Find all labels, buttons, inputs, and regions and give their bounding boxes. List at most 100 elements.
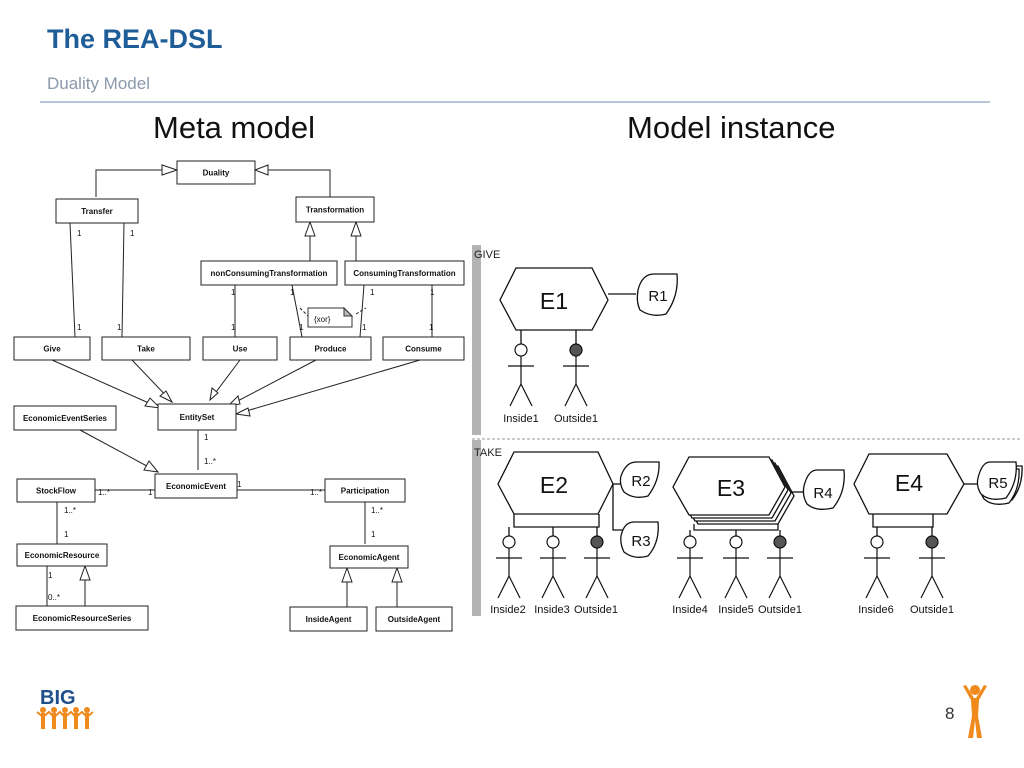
uml-class-economic-event: EconomicEvent bbox=[154, 473, 238, 499]
uml-class-label: StockFlow bbox=[36, 487, 77, 496]
event-e4 bbox=[853, 453, 965, 515]
uml-class-non-consuming: nonConsumingTransformation bbox=[200, 260, 338, 286]
resource-r5-label: R5 bbox=[988, 475, 1007, 492]
uml-class-entity-set: EntitySet bbox=[157, 403, 237, 431]
inside-agent-figure bbox=[723, 535, 749, 599]
resource-r4-label: R4 bbox=[813, 485, 832, 502]
uml-class-stock-flow: StockFlow bbox=[16, 478, 96, 503]
event-e1 bbox=[499, 267, 609, 331]
uml-class-label: Use bbox=[233, 345, 248, 354]
mult-transfer-take: 1 bbox=[130, 229, 135, 238]
agent-outside1-e4: Outside1 bbox=[910, 604, 954, 616]
mult-give: 1 bbox=[77, 323, 82, 332]
outside-agent-figure bbox=[563, 343, 589, 407]
mult-event-participation: 1 bbox=[237, 480, 242, 489]
uml-class-label: EconomicEvent bbox=[166, 482, 226, 491]
uml-class-economic-agent: EconomicAgent bbox=[329, 545, 409, 569]
uml-class-label: EconomicResource bbox=[25, 551, 100, 560]
inside-agent-figure bbox=[508, 343, 534, 407]
mult-produce-a: 1 bbox=[299, 323, 304, 332]
uml-class-label: Duality bbox=[203, 169, 230, 178]
uml-class-label: Give bbox=[43, 345, 61, 354]
title-divider bbox=[40, 101, 990, 103]
mult-cons-consume: 1 bbox=[430, 288, 435, 297]
agent-inside5: Inside5 bbox=[718, 604, 753, 616]
mult-produce-b: 1 bbox=[362, 323, 367, 332]
uml-class-label: nonConsumingTransformation bbox=[211, 269, 328, 278]
uml-class-label: Take bbox=[137, 345, 155, 354]
agent-outside1-e2: Outside1 bbox=[574, 604, 618, 616]
uml-class-label: Transfer bbox=[81, 207, 113, 216]
uml-class-outside-agent: OutsideAgent bbox=[375, 606, 453, 632]
uml-class-consume: Consume bbox=[382, 336, 465, 361]
resource-r1-label: R1 bbox=[648, 288, 667, 305]
mult-use: 1 bbox=[231, 323, 236, 332]
uml-class-label: InsideAgent bbox=[306, 615, 352, 624]
event-e4-label: E4 bbox=[895, 470, 923, 496]
uml-class-use: Use bbox=[202, 336, 278, 361]
mult-transfer-give: 1 bbox=[77, 229, 82, 238]
mult-entityset: 1 bbox=[204, 433, 209, 442]
xor-note: {xor} bbox=[307, 306, 354, 328]
mult-ncons-produce: 1 bbox=[290, 288, 295, 297]
mult-cons-produce: 1 bbox=[370, 288, 375, 297]
uml-class-transformation: Transformation bbox=[295, 196, 375, 223]
xor-note-text: {xor} bbox=[314, 315, 331, 324]
uml-class-label: Consume bbox=[405, 345, 442, 354]
uml-class-participation: Participation bbox=[324, 478, 406, 503]
slide-subtitle: Duality Model bbox=[47, 74, 150, 93]
meta-model-heading: Meta model bbox=[153, 110, 315, 145]
mult-take: 1 bbox=[117, 323, 122, 332]
figure-icon bbox=[963, 685, 987, 738]
take-bar bbox=[472, 440, 481, 616]
take-label: TAKE bbox=[474, 447, 502, 459]
agent-inside3: Inside3 bbox=[534, 604, 569, 616]
uml-class-label: EconomicResourceSeries bbox=[33, 614, 132, 623]
uml-class-label: EconomicAgent bbox=[339, 553, 400, 562]
resource-r2-label: R2 bbox=[631, 473, 650, 490]
uml-class-label: EconomicEventSeries bbox=[23, 414, 108, 423]
inside-agent-figure bbox=[496, 535, 522, 599]
mult-event-stockflow: 1 bbox=[148, 488, 153, 497]
resource-r4 bbox=[802, 469, 845, 510]
resource-r5 bbox=[976, 461, 1017, 500]
outside-agent-figure bbox=[919, 535, 945, 599]
agent-inside6: Inside6 bbox=[858, 604, 893, 616]
outside-agent-figure bbox=[767, 535, 793, 599]
uml-class-economic-resource: EconomicResource bbox=[16, 543, 108, 567]
uml-class-label: ConsumingTransformation bbox=[353, 269, 455, 278]
mult-ncons-use: 1 bbox=[231, 288, 236, 297]
agent-figures bbox=[496, 343, 945, 599]
resource-r3 bbox=[620, 521, 659, 558]
uml-class-label: Produce bbox=[314, 345, 347, 354]
uml-class-inside-agent: InsideAgent bbox=[289, 606, 368, 632]
mult-consume: 1 bbox=[429, 323, 434, 332]
inside-agent-figure bbox=[677, 535, 703, 599]
uml-class-transfer: Transfer bbox=[55, 198, 139, 224]
big-logo-text: BIG bbox=[40, 687, 76, 709]
mult-stockflow-event: 1..* bbox=[98, 488, 110, 497]
uml-class-label: OutsideAgent bbox=[388, 615, 441, 624]
event-e3 bbox=[672, 456, 786, 516]
resource-r2 bbox=[619, 461, 660, 498]
page-number: 8 bbox=[945, 704, 955, 723]
uml-class-label: EntitySet bbox=[180, 413, 215, 422]
give-bar bbox=[472, 245, 481, 435]
resource-r3-label: R3 bbox=[631, 533, 650, 550]
mult-participation-event: 1..* bbox=[310, 488, 322, 497]
mult-participation-agent: 1..* bbox=[371, 506, 383, 515]
uml-class-label: Transformation bbox=[306, 206, 364, 215]
agent-outside1-e3: Outside1 bbox=[758, 604, 802, 616]
mult-resource-series-a: 1 bbox=[48, 571, 53, 580]
uml-class-resource-series: EconomicResourceSeries bbox=[15, 605, 149, 631]
uml-class-label: Participation bbox=[341, 487, 390, 496]
resource-r1 bbox=[636, 273, 678, 316]
event-e2-label: E2 bbox=[540, 472, 568, 498]
agent-inside1: Inside1 bbox=[503, 413, 538, 425]
give-label: GIVE bbox=[474, 249, 500, 261]
mult-agent-participation: 1 bbox=[371, 530, 376, 539]
model-instance-diagram: GIVE TAKE bbox=[472, 245, 1023, 616]
mult-resource-series-b: 0..* bbox=[48, 593, 60, 602]
